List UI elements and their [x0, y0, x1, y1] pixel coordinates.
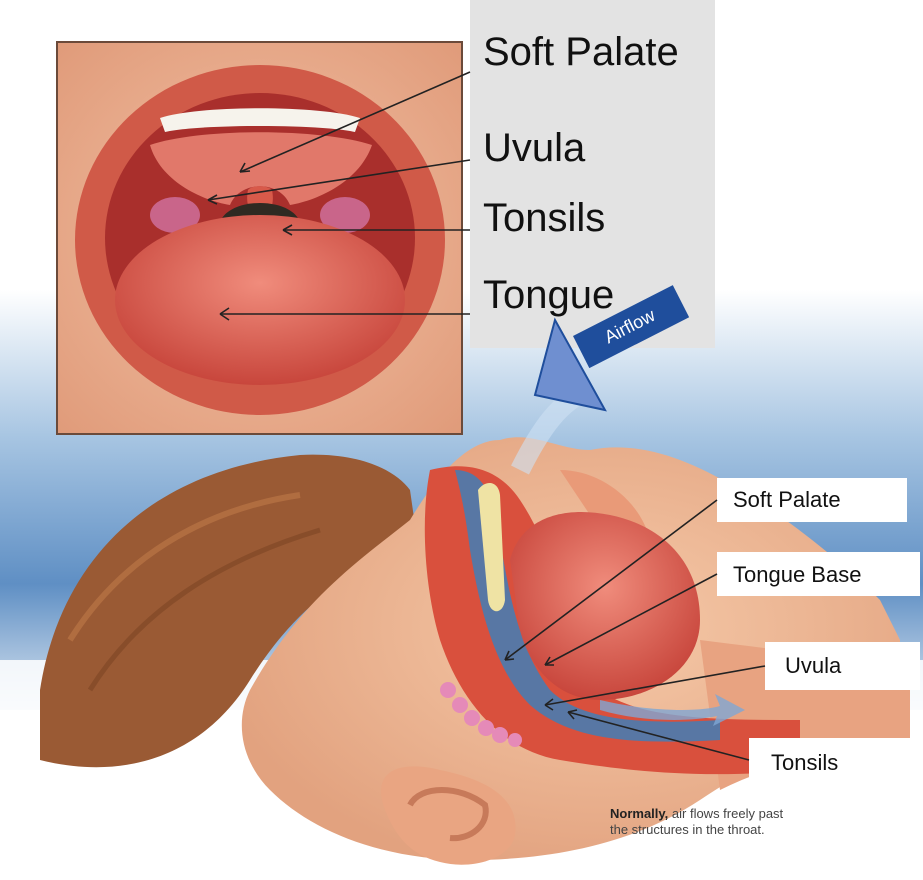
mouth-label-soft-palate: Soft Palate: [483, 30, 679, 75]
caption: Normally, air flows freely past the stru…: [610, 806, 870, 838]
side-label-uvula: Uvula: [785, 653, 841, 679]
side-label-tongue-base: Tongue Base: [733, 562, 861, 588]
caption-line1: air flows freely past: [668, 806, 783, 821]
caption-bold: Normally,: [610, 806, 668, 821]
mouth-label-tonsils: Tonsils: [483, 196, 605, 241]
mouth-view-illustration: [57, 42, 462, 434]
side-label-soft-palate: Soft Palate: [733, 487, 841, 513]
mouth-label-uvula: Uvula: [483, 126, 585, 171]
side-label-tonsils: Tonsils: [771, 750, 838, 776]
mouth-label-tongue: Tongue: [483, 273, 614, 318]
mouth-tongue: [115, 215, 405, 385]
caption-line2: the structures in the throat.: [610, 822, 765, 837]
